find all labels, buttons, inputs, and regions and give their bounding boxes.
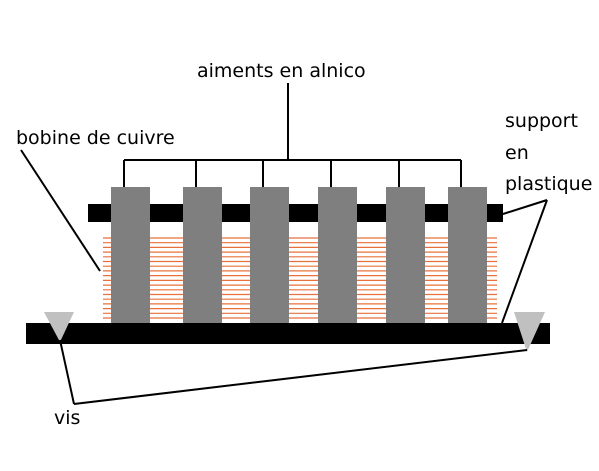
support-label-line2: en: [505, 142, 529, 164]
alnico-magnet: [448, 187, 487, 323]
alnico-magnets: [111, 187, 487, 323]
alnico-magnet: [111, 187, 150, 323]
screws-label: vis: [54, 407, 80, 429]
alnico-magnet: [183, 187, 222, 323]
alnico-magnet: [386, 187, 425, 323]
coil-leader-line: [20, 149, 101, 272]
coil-label: bobine de cuivre: [16, 127, 175, 149]
support-leader-top: [502, 199, 548, 215]
screw-leader-left: [59, 339, 75, 405]
bottom-base-plate: [26, 323, 550, 344]
copper-coil: [103, 237, 497, 319]
alnico-magnet: [250, 187, 289, 323]
alnico-magnet: [318, 187, 357, 323]
magnets-label: aiments en alnico: [197, 60, 366, 82]
right-screw: [514, 312, 545, 352]
support-label-line3: plastique: [505, 173, 592, 195]
screw-leader-right: [73, 349, 528, 405]
support-label-line1: support: [505, 110, 578, 132]
top-plastic-support: [88, 204, 503, 222]
magnet-leader-lines: [123, 83, 462, 187]
support-leader-bottom: [501, 199, 548, 324]
left-screw: [44, 312, 74, 342]
